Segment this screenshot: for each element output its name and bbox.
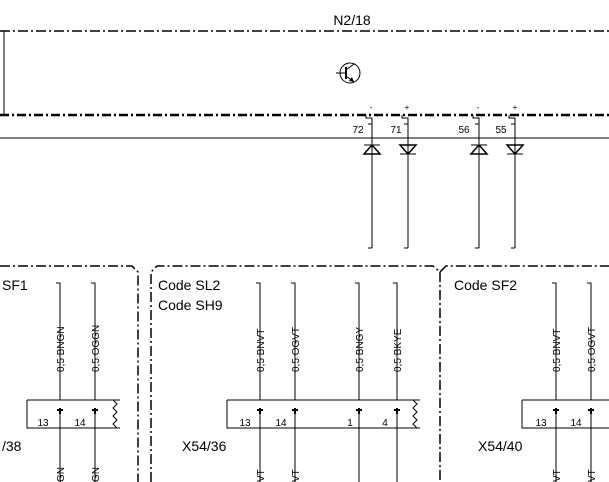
wire-label: 0,5 BKYE — [393, 328, 404, 372]
wire-bottom-label: VT — [587, 469, 598, 482]
contact-13 — [553, 408, 559, 482]
wire-bottom-label: GN — [56, 467, 67, 482]
code-label: Code SF2 — [454, 277, 517, 293]
pin-number: 55 — [495, 125, 507, 136]
contact-13 — [57, 408, 63, 482]
module-pin-71: + 71 — [390, 103, 418, 249]
connector-body — [521, 400, 609, 429]
contact-4 — [394, 408, 400, 482]
pin-sign: - — [477, 103, 480, 112]
pin-number: 72 — [352, 125, 364, 136]
wire-label: 0,5 BNVT — [256, 329, 267, 372]
module-title: N2/18 — [333, 12, 371, 28]
pin-number: 14 — [570, 418, 582, 429]
connector-name: X54/40 — [478, 438, 523, 454]
contact-14 — [292, 408, 298, 482]
connector-x54-40: Code SF2 0,5 BNVT 0,5 OGVT 13 14 X54/40 … — [454, 277, 609, 482]
wire-label: 0,5 OGVT — [587, 327, 598, 372]
code-label: Code SL2 — [158, 277, 220, 293]
wire-label: 0,5 BNGY — [355, 327, 366, 372]
wire-label: 0,5 BNGN — [56, 326, 67, 372]
connector-x54-38: SF1 0,5 BNGN 0,5 OGGN 13 14 /38 GN — [2, 277, 120, 482]
connector-name: X54/36 — [182, 438, 227, 454]
wire-bngn: 0,5 BNGN — [56, 282, 67, 400]
frame-sl2-sh9 — [150, 265, 609, 482]
transistor-icon — [336, 62, 361, 84]
wire-bottom-label: GN — [91, 467, 102, 482]
wire-ogvt: 0,5 OGVT — [587, 282, 598, 400]
wire-bottom-label: VT — [552, 469, 563, 482]
diode-down-icon — [398, 144, 418, 156]
wire-label: 0,5 BNVT — [552, 329, 563, 372]
wire-bottom-label: VT — [291, 469, 302, 482]
pin-number: 71 — [390, 125, 402, 136]
pin-number: 56 — [458, 125, 470, 136]
module-n2-18: N2/18 — [0, 12, 609, 117]
code-label: Code SH9 — [158, 297, 223, 313]
connector-x54-36: Code SL2 Code SH9 0,5 BNVT 0,5 OGVT 0,5 … — [158, 277, 420, 482]
connector-break-icon — [112, 399, 118, 429]
diode-down-icon — [505, 144, 525, 156]
diode-up-icon — [469, 143, 489, 155]
connector-body — [26, 400, 120, 429]
wire-bottom-label: VT — [256, 469, 267, 482]
pin-sign: + — [513, 103, 518, 112]
module-pin-72: - 72 — [352, 103, 382, 249]
pin-number: 13 — [239, 418, 251, 429]
pin-number: 14 — [275, 418, 287, 429]
connector-name: /38 — [2, 438, 22, 454]
module-pins: - 72 + 71 - 56 — [352, 103, 525, 249]
contact-13 — [257, 408, 263, 482]
wire-bngy: 0,5 BNGY — [355, 282, 366, 400]
pin-sign: - — [370, 103, 373, 112]
wire-label: 0,5 OGVT — [291, 327, 302, 372]
pin-number: 14 — [74, 418, 86, 429]
wire-label: 0,5 OGGN — [91, 325, 102, 372]
pin-number: 13 — [37, 418, 49, 429]
contact-14 — [588, 408, 594, 482]
pin-number: 4 — [382, 418, 388, 429]
module-pin-55: + 55 — [495, 103, 525, 249]
connector-break-icon — [412, 399, 418, 429]
wire-bkye: 0,5 BKYE — [393, 282, 404, 400]
code-label: SF1 — [2, 277, 28, 293]
contact-1 — [356, 408, 362, 482]
wire-bnvt: 0,5 BNVT — [256, 282, 267, 400]
module-pin-56: - 56 — [458, 103, 489, 249]
variant-frames — [0, 265, 609, 482]
pin-number: 1 — [347, 418, 353, 429]
wire-oggn: 0,5 OGGN — [91, 282, 102, 400]
wire-ogvt: 0,5 OGVT — [291, 282, 302, 400]
pin-sign: + — [405, 103, 410, 112]
connector-body — [226, 400, 420, 429]
contact-14 — [92, 408, 98, 482]
wire-bnvt: 0,5 BNVT — [552, 282, 563, 400]
diode-up-icon — [362, 143, 382, 155]
pin-number: 13 — [535, 418, 547, 429]
